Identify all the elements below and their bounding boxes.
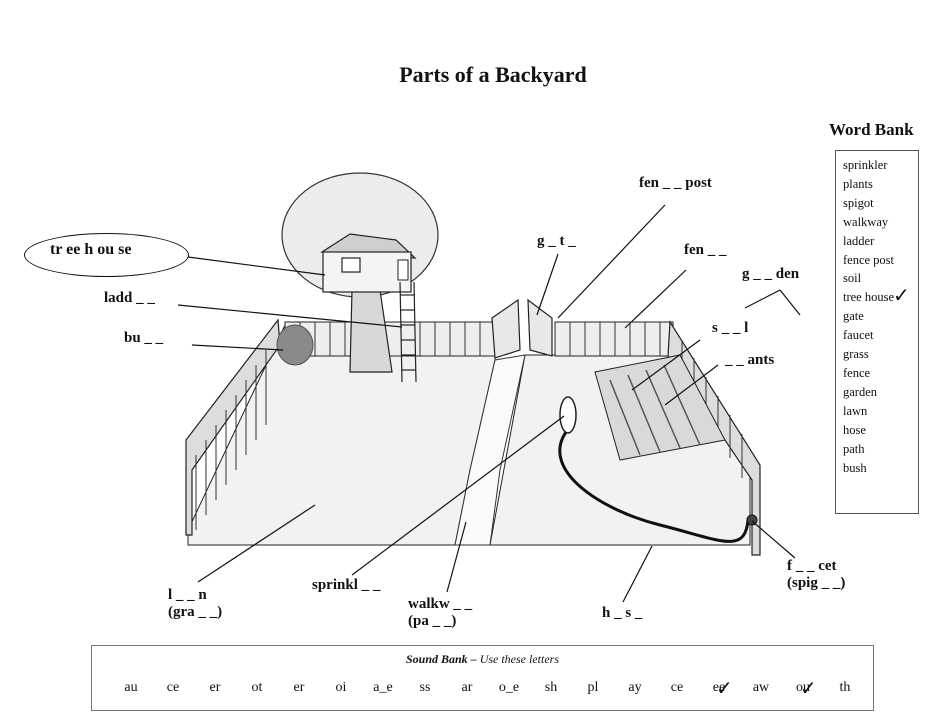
word-bank-item: lawn xyxy=(843,403,868,418)
checkmark-icon: ✓ xyxy=(800,676,817,700)
back-fence-right xyxy=(554,321,674,357)
label-gate: g _ t _ xyxy=(537,233,576,249)
sound-item: ee✓ xyxy=(698,676,740,700)
walkway-path xyxy=(454,354,526,546)
tree-trunk xyxy=(349,289,393,373)
word-bank-item: spigot xyxy=(843,195,874,210)
sound-item: er xyxy=(209,680,221,695)
word-bank-item: faucet xyxy=(843,328,874,343)
sound-item: ss xyxy=(419,680,431,695)
treehouse-window xyxy=(341,257,361,273)
word-bank-item: fence xyxy=(843,365,871,380)
word-bank-title: Word Bank xyxy=(829,120,914,139)
sound-item: th xyxy=(839,680,851,695)
label-path-text: (pa _ _) xyxy=(408,613,457,629)
word-bank-item: tree house xyxy=(843,290,895,305)
gate xyxy=(491,298,521,359)
sprinkler xyxy=(559,396,577,434)
word-bank-item: walkway xyxy=(843,214,889,229)
hose xyxy=(558,431,756,543)
sound-bank-letters: au ce er ot er oi a_e ss ar o_e sh pl ay… xyxy=(110,676,870,700)
sound-item: ou✓ xyxy=(782,676,824,700)
word-bank-item: grass xyxy=(843,347,869,362)
word-bank-item: bush xyxy=(843,460,867,475)
word-bank-item: gate xyxy=(843,309,864,324)
sound-item: sh xyxy=(544,680,558,695)
sound-item-text: ou xyxy=(796,680,810,695)
sound-item: ce xyxy=(670,680,684,695)
label-faucet: f _ _ cet (spig _ _) xyxy=(787,558,845,592)
word-bank-item: ladder xyxy=(843,233,875,248)
label-fence-post: fen _ _ post xyxy=(639,175,712,191)
word-bank-item: sprinkler xyxy=(843,158,888,172)
word-bank-item: plants xyxy=(843,176,873,191)
garden-bed xyxy=(594,354,726,461)
sound-item: o_e xyxy=(498,680,520,695)
label-plants: _ _ ants xyxy=(725,352,775,368)
sound-item: a_e xyxy=(373,680,393,695)
sound-bank: Sound Bank – Use these letters au ce er … xyxy=(91,645,874,711)
sound-item: ay xyxy=(628,680,642,695)
label-garden: g _ _ den xyxy=(742,266,800,282)
sound-item: oi xyxy=(335,680,347,695)
treehouse-door xyxy=(397,259,409,281)
sound-item: pl xyxy=(587,680,599,695)
label-walkway: walkw _ _ (pa _ _) xyxy=(408,596,472,630)
word-bank-item: soil xyxy=(843,271,862,286)
sound-item-text: ee xyxy=(712,680,726,695)
checkmark-icon: ✓ xyxy=(716,676,733,700)
sound-item: er xyxy=(293,680,305,695)
label-lawn-text: l _ _ n xyxy=(168,587,207,603)
label-fence: fen _ _ xyxy=(684,242,727,258)
back-fence-left xyxy=(284,321,496,357)
sound-bank-title: Sound Bank – Use these letters xyxy=(92,652,873,667)
label-treehouse: tr ee h ou se xyxy=(50,241,132,258)
word-bank-item: fence post xyxy=(843,252,895,267)
sound-item: ot xyxy=(251,680,263,695)
label-faucet-text: f _ _ cet xyxy=(787,558,837,574)
sound-item: ce xyxy=(166,680,180,695)
page-title: Parts of a Backyard xyxy=(399,62,587,87)
sound-item: aw xyxy=(752,680,770,695)
gate-right xyxy=(527,298,553,357)
label-ladder: ladd _ _ xyxy=(104,290,155,306)
sound-bank-instructions: Use these letters xyxy=(479,652,559,666)
sound-bank-heading: Sound Bank – xyxy=(405,652,477,666)
label-hose: h _ s _ xyxy=(602,605,643,621)
checkmark-icon: ✓ xyxy=(893,283,910,307)
answer-circle xyxy=(24,233,189,277)
label-walkway-text: walkw _ _ xyxy=(408,596,473,612)
left-lawn xyxy=(187,324,496,546)
word-bank-item: hose xyxy=(843,422,866,437)
label-lawn: l _ _ n (gra _ _) xyxy=(168,587,222,621)
sound-item: au xyxy=(124,680,138,695)
word-bank-item: garden xyxy=(843,384,878,399)
label-grass-text: (gra _ _) xyxy=(168,604,223,620)
word-bank-item: path xyxy=(843,441,865,456)
label-bush: bu _ _ xyxy=(124,330,164,346)
ladder xyxy=(399,281,417,383)
bush xyxy=(276,324,314,366)
label-spigot-text: (spig _ _) xyxy=(787,575,846,591)
label-sprinkler: sprinkl _ _ xyxy=(312,577,381,593)
word-bank: sprinkler plants spigot walkway ladder f… xyxy=(835,150,919,514)
sound-item: ar xyxy=(461,680,473,695)
treehouse-wall xyxy=(322,251,412,293)
label-soil: s _ _ l xyxy=(712,320,749,336)
